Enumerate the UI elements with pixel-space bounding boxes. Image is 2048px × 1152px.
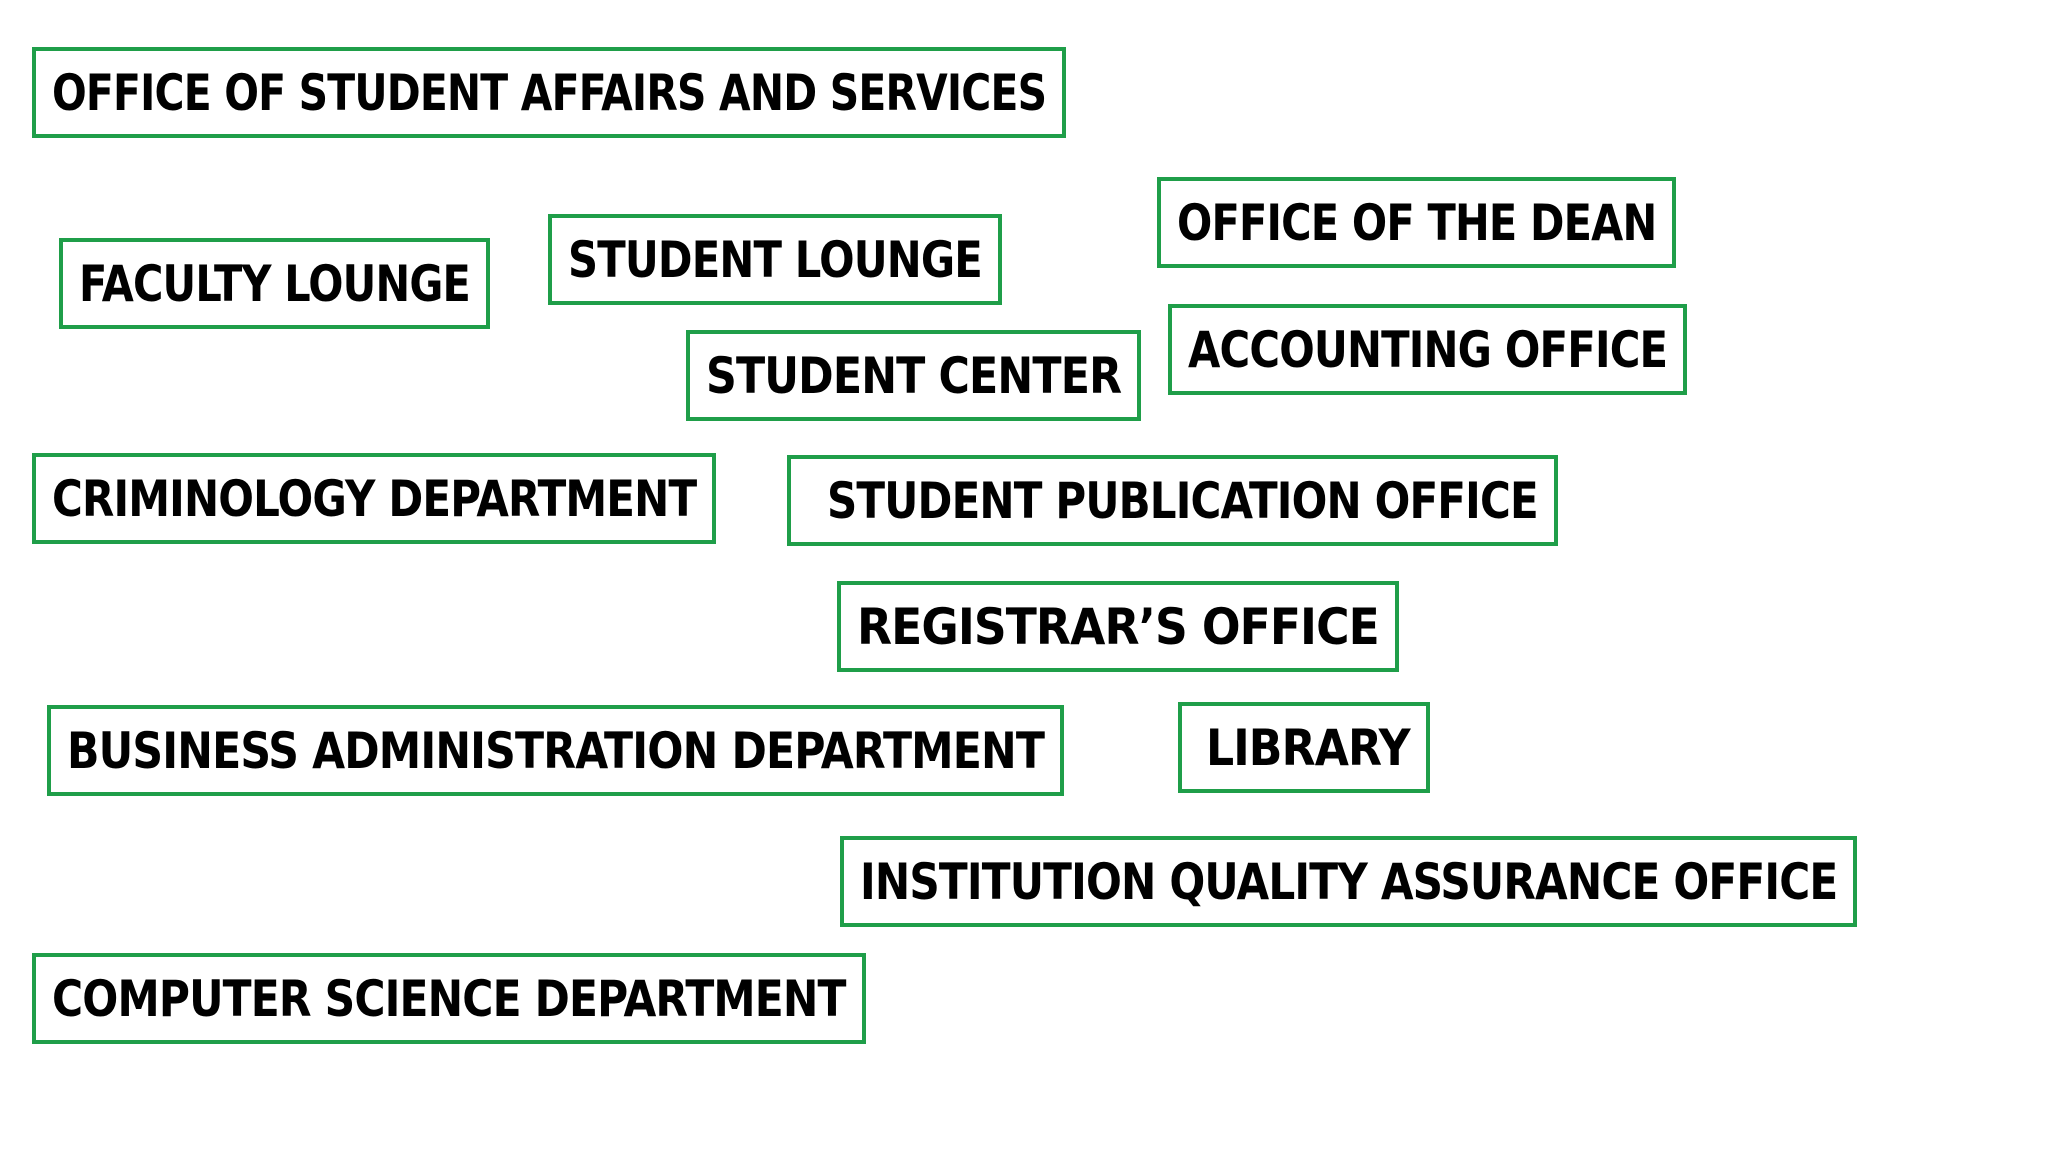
label-text: STUDENT LOUNGE — [568, 230, 983, 289]
label-text: CRIMINOLOGY DEPARTMENT — [52, 469, 697, 528]
label-office-of-the-dean: OFFICE OF THE DEAN — [1157, 177, 1676, 268]
label-business-administration-department: BUSINESS ADMINISTRATION DEPARTMENT — [47, 705, 1064, 796]
label-text: FACULTY LOUNGE — [79, 254, 471, 313]
label-text: OFFICE OF STUDENT AFFAIRS AND SERVICES — [52, 63, 1047, 122]
label-library: LIBRARY — [1178, 702, 1430, 793]
label-text: STUDENT CENTER — [706, 346, 1122, 405]
label-criminology-department: CRIMINOLOGY DEPARTMENT — [32, 453, 716, 544]
label-student-publication-office: STUDENT PUBLICATION OFFICE — [787, 455, 1558, 546]
label-text: COMPUTER SCIENCE DEPARTMENT — [52, 969, 846, 1028]
label-institution-quality-assurance-office: INSTITUTION QUALITY ASSURANCE OFFICE — [840, 836, 1857, 927]
label-office-of-student-affairs-and-services: OFFICE OF STUDENT AFFAIRS AND SERVICES — [32, 47, 1066, 138]
label-student-lounge: STUDENT LOUNGE — [548, 214, 1002, 305]
label-text: REGISTRAR’S OFFICE — [857, 597, 1380, 656]
label-text: ACCOUNTING OFFICE — [1188, 320, 1668, 379]
label-student-center: STUDENT CENTER — [686, 330, 1141, 421]
label-text: INSTITUTION QUALITY ASSURANCE OFFICE — [860, 852, 1838, 911]
label-faculty-lounge: FACULTY LOUNGE — [59, 238, 490, 329]
label-accounting-office: ACCOUNTING OFFICE — [1168, 304, 1687, 395]
label-text: STUDENT PUBLICATION OFFICE — [827, 471, 1539, 530]
label-text: BUSINESS ADMINISTRATION DEPARTMENT — [67, 721, 1045, 780]
label-registrars-office: REGISTRAR’S OFFICE — [837, 581, 1399, 672]
label-text: OFFICE OF THE DEAN — [1177, 193, 1657, 252]
label-text: LIBRARY — [1206, 718, 1411, 777]
label-computer-science-department: COMPUTER SCIENCE DEPARTMENT — [32, 953, 866, 1044]
